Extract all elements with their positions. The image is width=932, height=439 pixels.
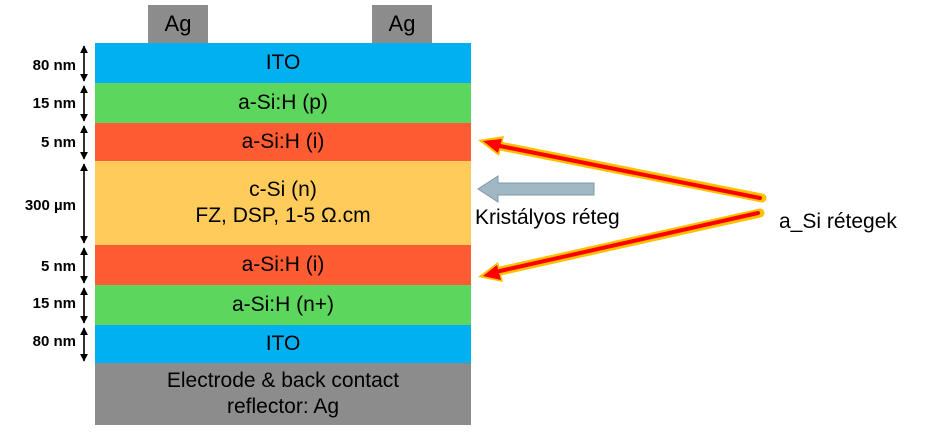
thickness-csi: 300 µm — [24, 197, 76, 214]
layer-electrode-label-1: Electrode & back contact — [166, 369, 400, 392]
layer-asi-p-label: a-Si:H (p) — [238, 91, 328, 114]
ag-contact-left: Ag — [148, 5, 208, 43]
crystalline-layer-label: Kristályos réteg — [475, 206, 620, 229]
thickness-asi-i-bottom: 5 nm — [40, 258, 76, 275]
thickness-ito-top: 80 nm — [32, 57, 76, 74]
amorphous-layers-label: a_Si rétegek — [779, 210, 897, 233]
layer-asi-n: a-Si:H (n+) — [95, 285, 471, 325]
layer-asi-i-bottom: a-Si:H (i) — [95, 245, 471, 285]
layer-csi-label-2: FZ, DSP, 1-5 Ω.cm — [195, 204, 371, 227]
layer-csi-label-1: c-Si (n) — [249, 178, 317, 201]
layer-ito-top: ITO — [95, 43, 471, 83]
thickness-asi-i-top: 5 nm — [40, 134, 76, 151]
layer-asi-p: a-Si:H (p) — [95, 83, 471, 123]
thickness-asi-p: 15 nm — [32, 95, 76, 112]
ag-contact-right: Ag — [372, 5, 432, 43]
amorphous-arrow-bottom — [478, 208, 765, 282]
layer-electrode-label-2: reflector: Ag — [226, 395, 340, 418]
thickness-asi-n: 15 nm — [32, 295, 76, 312]
layer-asi-n-label: a-Si:H (n+) — [231, 293, 335, 316]
layer-ito-bottom-label: ITO — [265, 332, 301, 355]
crystalline-arrow — [477, 175, 595, 203]
layer-ito-top-label: ITO — [265, 51, 301, 74]
amorphous-arrow-top — [478, 136, 767, 203]
thickness-ito-bottom: 80 nm — [32, 333, 76, 350]
layer-csi: c-Si (n) FZ, DSP, 1-5 Ω.cm — [95, 161, 471, 245]
layer-asi-i-top: a-Si:H (i) — [95, 123, 471, 161]
layer-asi-i-top-label: a-Si:H (i) — [241, 130, 325, 153]
layer-electrode: Electrode & back contact reflector: Ag — [95, 363, 471, 425]
layer-ito-bottom: ITO — [95, 325, 471, 363]
layer-asi-i-bottom-label: a-Si:H (i) — [241, 253, 325, 276]
